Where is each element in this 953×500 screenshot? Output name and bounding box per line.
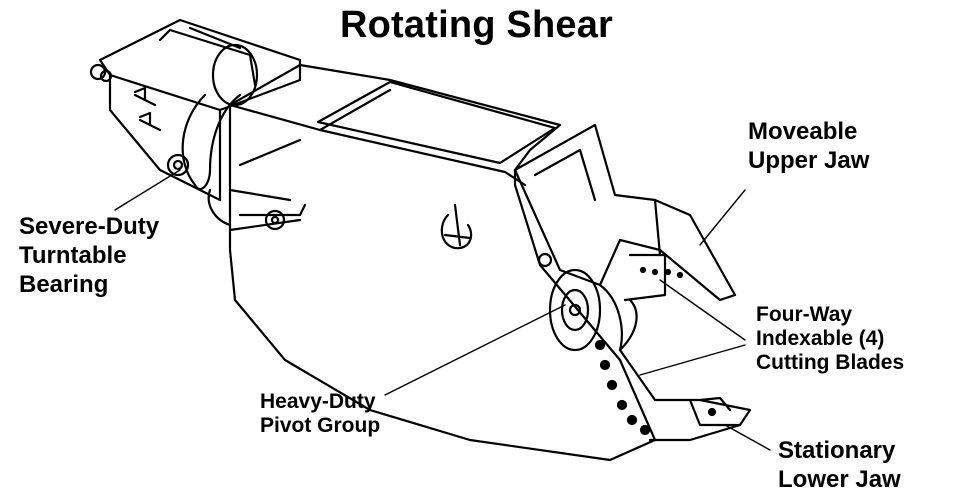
label-moveable-upper-jaw: Moveable Upper Jaw bbox=[748, 117, 869, 175]
pivot-group bbox=[537, 252, 651, 436]
label-line: Stationary bbox=[778, 437, 896, 464]
page-title: Rotating Shear bbox=[339, 4, 614, 46]
leader-blades-2 bbox=[639, 344, 746, 376]
leader-upper-jaw bbox=[699, 189, 746, 246]
label-line: Moveable bbox=[748, 118, 858, 145]
label-line: Pivot Group bbox=[260, 414, 381, 437]
label-line: Heavy-Duty bbox=[260, 390, 376, 413]
turntable-housing bbox=[89, 18, 302, 202]
upper-jaw bbox=[513, 123, 737, 302]
label-severe-duty-bearing: Severe-Duty Turntable Bearing bbox=[19, 212, 159, 299]
leader-pivot bbox=[384, 304, 566, 396]
label-line: Turntable bbox=[19, 242, 127, 269]
label-line: Cutting Blades bbox=[756, 351, 905, 374]
label-line: Indexable (4) bbox=[756, 327, 885, 350]
leader-lower-jaw bbox=[724, 424, 771, 451]
label-line: Lower Jaw bbox=[778, 466, 901, 493]
label-line: Severe-Duty bbox=[19, 213, 160, 240]
label-line: Bearing bbox=[19, 271, 109, 298]
lower-jaw bbox=[598, 283, 752, 442]
callout-lines bbox=[114, 169, 771, 451]
label-stationary-lower-jaw: Stationary Lower Jaw bbox=[778, 436, 901, 494]
shear-body bbox=[228, 63, 657, 462]
label-four-way-blades: Four-Way Indexable (4) Cutting Blades bbox=[756, 303, 904, 375]
label-line: Upper Jaw bbox=[748, 147, 870, 174]
leader-bearing bbox=[114, 169, 181, 211]
label-line: Four-Way bbox=[756, 303, 853, 326]
leader-blades-1 bbox=[659, 279, 746, 341]
turntable-bearing bbox=[166, 93, 242, 227]
label-heavy-duty-pivot: Heavy-Duty Pivot Group bbox=[260, 390, 380, 438]
